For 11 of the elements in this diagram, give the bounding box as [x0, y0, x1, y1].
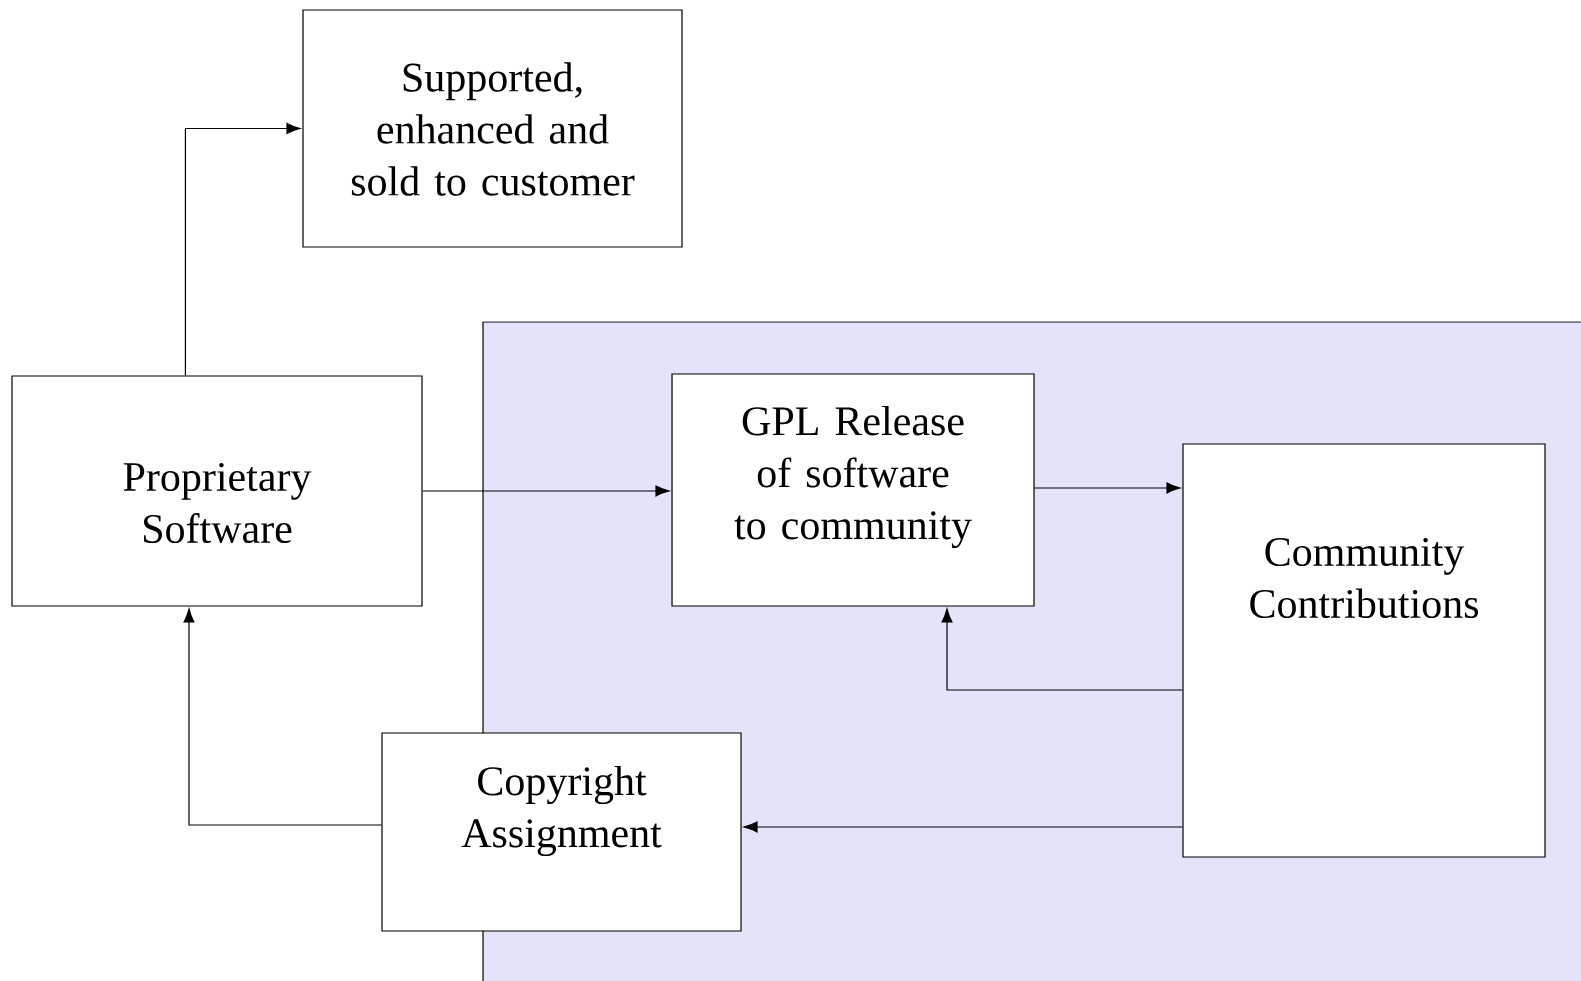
process-box: GPL Release of software to community	[671, 373, 1035, 607]
arrow	[422, 485, 670, 497]
process-box: Community Contributions	[1182, 443, 1546, 858]
arrow	[743, 821, 1183, 833]
process-box: Copyright Assignment	[381, 732, 742, 932]
process-box: Proprietary Software	[11, 375, 423, 607]
arrow	[1034, 482, 1181, 494]
arrow	[941, 608, 1183, 691]
process-box: Supported, enhanced and sold to customer	[302, 9, 683, 248]
arrow	[183, 608, 382, 826]
arrow	[184, 122, 301, 376]
